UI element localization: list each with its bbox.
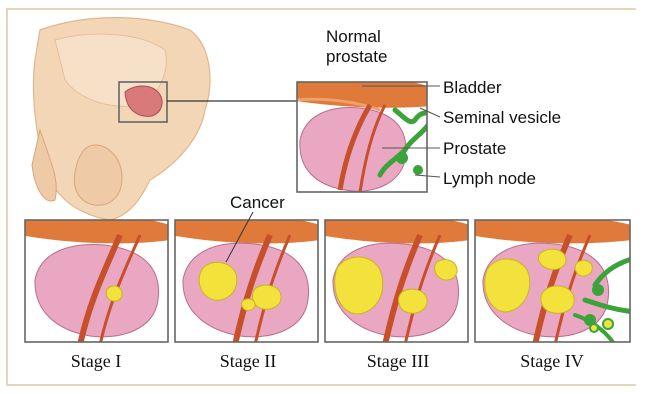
label-cancer: Cancer (230, 193, 285, 212)
normal-prostate-title-line2: prostate (326, 47, 387, 66)
stage-i-panel (20, 210, 170, 345)
stage-iv-panel (470, 210, 635, 345)
label-seminal-vesicle: Seminal vesicle (443, 108, 561, 127)
label-prostate: Prostate (443, 139, 506, 158)
stage-ii-label: Stage II (178, 351, 318, 372)
label-bladder: Bladder (443, 78, 502, 97)
stage-iii-panel (320, 210, 470, 345)
stage-iii-label: Stage III (328, 351, 468, 372)
normal-prostate-inset (290, 70, 440, 192)
label-lymph-node: Lymph node (443, 169, 536, 188)
stage-i-label: Stage I (26, 351, 166, 372)
anatomy-illustration (32, 18, 297, 220)
normal-prostate-title-line1: Normal (326, 27, 381, 46)
stage-iv-label: Stage IV (482, 351, 622, 372)
stage-ii-panel (170, 210, 320, 345)
